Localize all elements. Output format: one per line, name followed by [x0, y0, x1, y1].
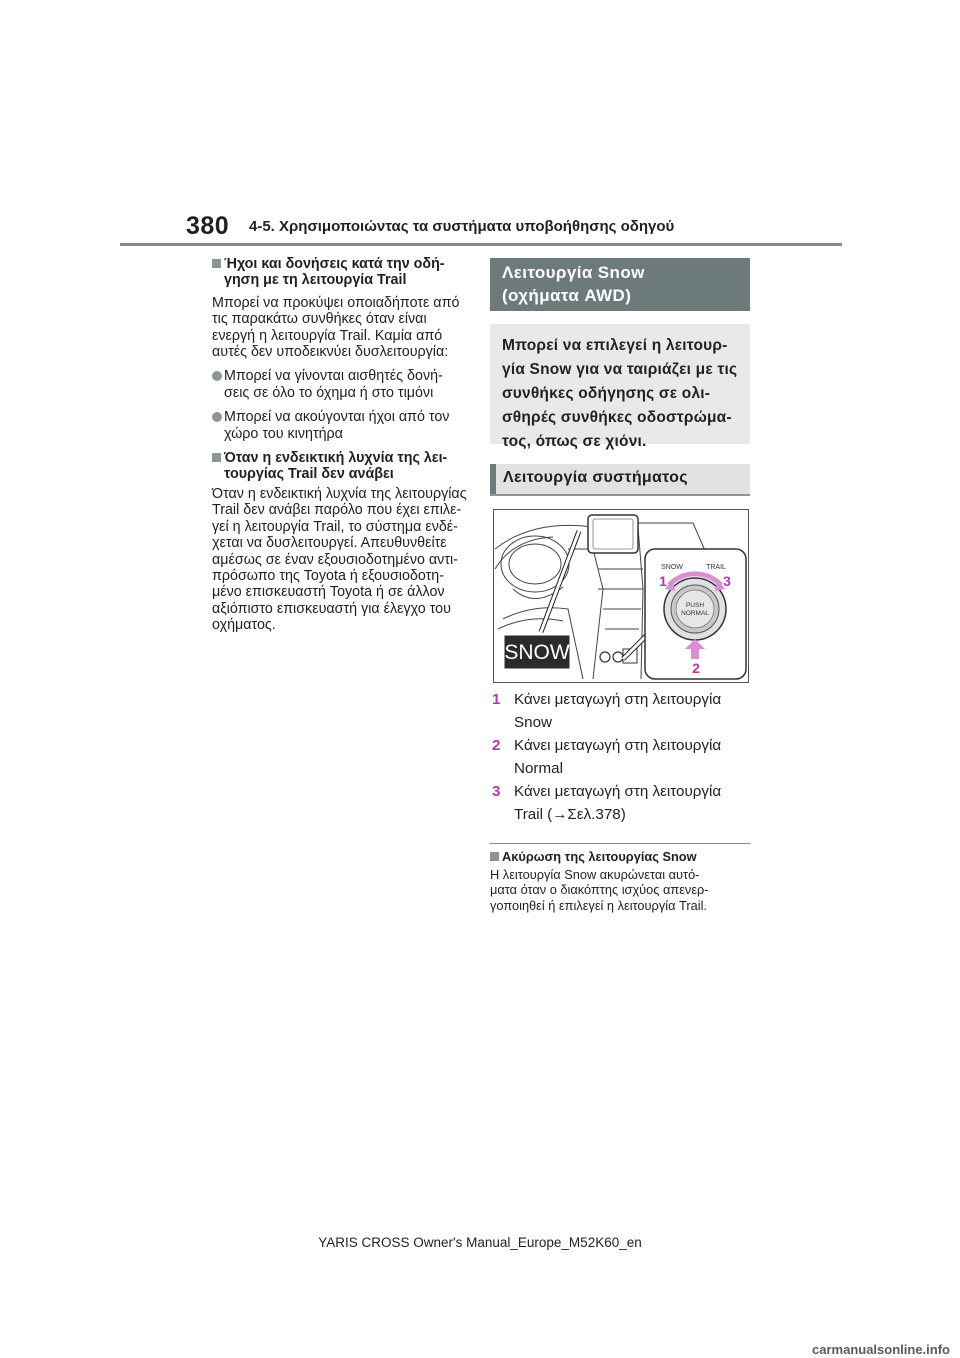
list-item: 3 Κάνει μεταγωγή στη λειτουργία Trail (→…	[492, 783, 722, 823]
section-heading: Όταν η ενδεικτική λυχνία της λει- τουργί…	[212, 450, 470, 483]
square-bullet-icon	[212, 453, 221, 463]
section-title-box: Λειτουργία Snow (οχήματα AWD)	[490, 258, 750, 311]
callout-number-2: 2	[692, 660, 700, 676]
bullet-item: Μπορεί να ακούγονται ήχοι από τον χώρο τ…	[212, 409, 470, 442]
paragraph: Όταν η ενδεικτική λυχνία της λειτουργίας…	[212, 485, 467, 634]
normal-label: NORMAL	[681, 610, 709, 617]
push-label: PUSH	[686, 602, 704, 609]
heading-bar	[490, 464, 496, 494]
dashboard-illustration: SNOW SNOW TRAIL PUSH NORMAL 1 3 2	[493, 509, 749, 683]
steps-list: 1 Κάνει μεταγωγή στη λειτουργία Snow 2 Κ…	[492, 689, 750, 827]
divider	[490, 843, 750, 844]
callout-number-1: 1	[659, 573, 667, 589]
note-heading: Ακύρωση της λειτουργίας Snow	[490, 849, 752, 864]
header-divider	[120, 243, 842, 246]
footer-text: YARIS CROSS Owner's Manual_Europe_M52K60…	[318, 1235, 642, 1250]
round-bullet-icon	[212, 412, 222, 423]
dial-snow-label: SNOW	[661, 564, 683, 571]
left-column: Ήχοι και δονήσεις κατά την οδή- γηση με …	[212, 256, 470, 642]
list-item: 2 Κάνει μεταγωγή στη λειτουργία Normal	[492, 737, 722, 777]
bullet-item: Μπορεί να γίνονται αισθητές δονή- σεις σ…	[212, 368, 470, 401]
paragraph: Μπορεί να προκύψει οποιαδήποτε από τις π…	[212, 294, 460, 361]
callout-number-3: 3	[723, 573, 731, 589]
square-bullet-icon	[490, 852, 499, 861]
section-heading: Ήχοι και δονήσεις κατά την οδή- γηση με …	[212, 256, 470, 289]
note-block: Ακύρωση της λειτουργίας Snow Η λειτουργί…	[490, 849, 752, 913]
chapter-title: 4-5. Χρησιμοποιώντας τα συστήματα υποβοή…	[249, 218, 675, 235]
list-item: 1 Κάνει μεταγωγή στη λειτουργία Snow	[492, 691, 722, 731]
page-number: 380	[186, 212, 230, 240]
watermark: carmanualsonline.info	[812, 1342, 950, 1357]
intro-box: Μπορεί να επιλεγεί η λειτουρ- γία Snow γ…	[490, 324, 750, 450]
subsection-heading: Λειτουργία συστήματος	[490, 464, 750, 496]
round-bullet-icon	[212, 371, 222, 382]
snow-indicator-label: SNOW	[504, 641, 570, 664]
square-bullet-icon	[212, 259, 221, 268]
dial-trail-label: TRAIL	[706, 564, 726, 571]
